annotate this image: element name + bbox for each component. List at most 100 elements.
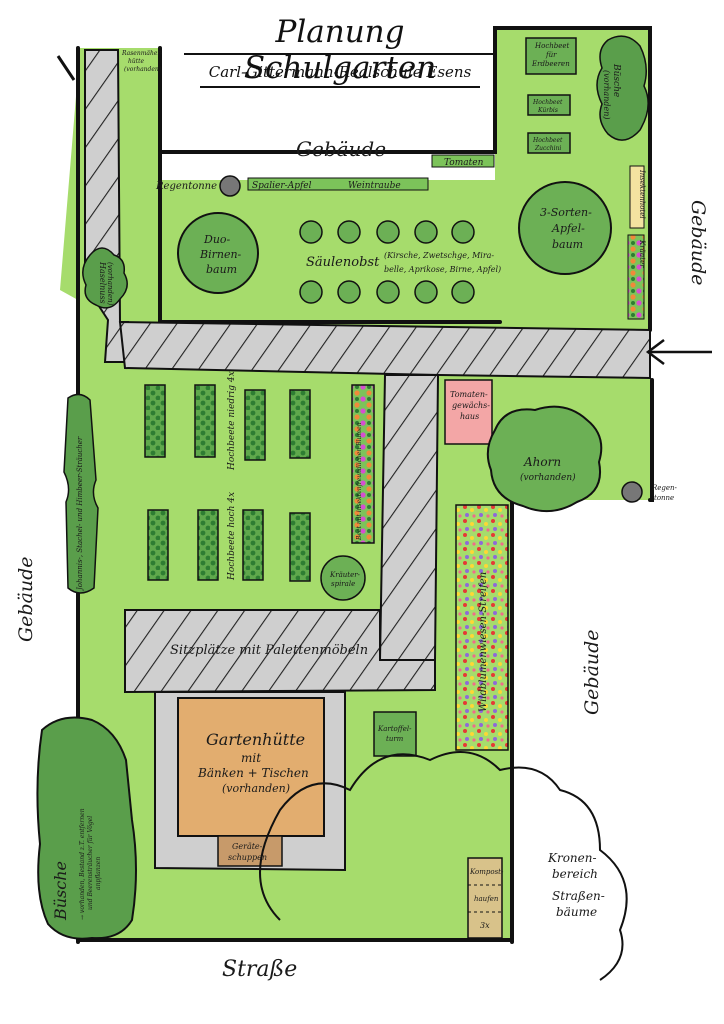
- label-haselnuss-2: (vorhanden): [106, 262, 114, 306]
- kraeuterbeet-right: [627, 234, 645, 320]
- label-kronenbereich-3: Straßen-: [552, 889, 605, 903]
- saeulenobst-trees: [299, 220, 475, 304]
- label-gartenhuette-3: Bänken + Tischen: [197, 766, 309, 780]
- label-haselnuss-1: Haselnuss: [98, 261, 107, 304]
- label-duo-birnenbaum-2: Birnen-: [199, 248, 242, 261]
- bushes-left: [36, 716, 137, 940]
- label-kartoffelturm-2: turm: [386, 735, 404, 743]
- hochbeet-zucchini: [527, 132, 571, 154]
- label-hochbeet-zucchini-2: Zucchini: [534, 145, 561, 152]
- label-hochbeet-kuerbis-2: Kürbis: [537, 107, 558, 114]
- label-geraeteschuppen-1: Geräte-: [232, 842, 263, 851]
- label-apfelbaum-3: baum: [552, 238, 583, 251]
- label-ahorn-1: Ahorn: [523, 455, 561, 469]
- label-apfelbaum-1: 3-Sorten-: [540, 206, 592, 219]
- label-duo-birnenbaum-3: baum: [206, 263, 237, 276]
- label-buesche-right-1: Büsche: [611, 63, 621, 97]
- komposthaufen: [467, 857, 503, 939]
- label-beet-insektenfreundlich: Beet mit insektenfreundlichen Blumen: [356, 422, 363, 541]
- label-tomatenhaus-2: gewächs-: [452, 401, 490, 410]
- label-kraeuterspirale-2: spirale: [331, 580, 355, 588]
- haselnuss-bush: [82, 247, 128, 309]
- label-building-top: Gebäude: [296, 137, 386, 161]
- label-kraeuterspirale-1: Kräuter-: [329, 571, 361, 579]
- label-rasenmaeher-2: hütte: [128, 58, 145, 65]
- label-kronenbereich-4: bäume: [556, 905, 597, 919]
- label-komposthaufen-2: haufen: [474, 895, 499, 903]
- entrance-mark-topleft: [56, 55, 76, 81]
- label-rasenmaeher-1: Rasenmäher-: [121, 50, 162, 57]
- label-hochbeet-erdbeeren-1: Hochbeet: [534, 42, 570, 50]
- regentonne-top: [219, 175, 241, 197]
- label-gartenhuette-4: (vorhanden): [222, 782, 290, 795]
- kraeuterspirale: [320, 555, 366, 601]
- label-weintraube: Weintraube: [348, 181, 401, 191]
- label-buesche-left-note-1: → vorhanden, Bestand z.T. entfernen: [79, 808, 86, 920]
- title-underline: [184, 53, 494, 55]
- label-rasenmaeher-3: (vorhanden): [124, 66, 162, 73]
- label-duo-birnenbaum-1: Duo-: [203, 233, 231, 246]
- label-hochbeete-hoch: Hochbeete hoch 4x: [227, 492, 237, 581]
- entrance-arrow-right: [645, 339, 712, 365]
- tree-apfelbaum: [518, 181, 612, 275]
- label-saeulenobst: Säulenobst: [306, 255, 380, 270]
- label-regentonne-right-2: tonne: [654, 494, 674, 502]
- path-seating: [124, 609, 436, 694]
- subtitle-underline: [200, 86, 480, 88]
- label-regentonne-right-1: Regen-: [651, 484, 678, 492]
- label-kronenbereich-2: bereich: [552, 867, 598, 881]
- label-buesche-right-2: (vorhanden): [602, 70, 611, 119]
- beerenstraeucher: [63, 393, 99, 594]
- label-kraeuter-top: Kräuter: [638, 239, 646, 268]
- label-kronenbereich-1: Kronen-: [547, 851, 597, 865]
- label-tomaten: Tomaten: [444, 158, 484, 168]
- kartoffelturm: [373, 711, 417, 757]
- label-hochbeete-niedrig: Hochbeete niedrig 4x: [227, 371, 237, 471]
- wildblumen-streifen: [455, 504, 509, 751]
- label-street: Straße: [222, 957, 297, 982]
- label-wildblumen: Wildblumenwiesen-Streifen: [478, 572, 489, 712]
- bushes-right: [596, 35, 649, 141]
- label-gartenhuette-2: mit: [241, 751, 261, 765]
- path-horizontal: [118, 320, 651, 380]
- geraeteschuppen: [217, 835, 283, 867]
- tree-duo-birnenbaum: [177, 212, 259, 294]
- label-kartoffelturm-1: Kartoffel-: [377, 725, 412, 733]
- regentonne-right: [621, 481, 643, 503]
- label-beerenstraeucher: Johannis-, Stachel- und Himbeer-Sträuche…: [76, 436, 84, 592]
- label-tomatenhaus-1: Tomaten-: [450, 390, 488, 399]
- page-title: Planung Schulgarten: [243, 14, 437, 86]
- label-komposthaufen-3: 3x: [480, 921, 490, 930]
- page-subtitle: Carl-Gittermann-Realschule Esens: [208, 63, 472, 81]
- tomaten-strip: [431, 154, 495, 168]
- label-building-left: Gebäude: [15, 556, 37, 642]
- label-saeulenobst-sorten-2: belle, Aprikose, Birne, Apfel): [384, 265, 501, 274]
- label-building-right-bottom: Gebäude: [581, 629, 603, 715]
- label-saeulenobst-sorten-1: (Kirsche, Zwetschge, Mira-: [384, 251, 494, 260]
- label-buesche-left-note-3: anpflanzen: [95, 857, 102, 890]
- label-hochbeet-erdbeeren-2: für: [545, 51, 557, 59]
- label-apfelbaum-2: Apfel-: [551, 222, 585, 235]
- label-regentonne-top: Regentonne: [155, 181, 217, 192]
- label-ahorn-2: (vorhanden): [520, 472, 576, 483]
- label-buesche-left: Büsche: [51, 861, 70, 921]
- kronenbereich-outline: [259, 751, 628, 981]
- tomaten-gewaechshaus: [444, 379, 493, 445]
- hochbeet-erdbeeren: [525, 37, 577, 75]
- insektenhotel: [629, 165, 645, 229]
- label-sitzplaetze: Sitzplätze mit Palettenmöbeln: [170, 643, 368, 658]
- label-building-right-top: Gebäude: [687, 200, 709, 286]
- label-insektenhotel: Insektenhotel: [638, 169, 646, 219]
- label-tomatenhaus-3: haus: [460, 412, 479, 421]
- label-geraeteschuppen-2: schuppen: [228, 853, 267, 862]
- label-hochbeet-kuerbis-1: Hochbeet: [532, 99, 563, 106]
- label-hochbeet-zucchini-1: Hochbeet: [532, 137, 563, 144]
- ahorn-tree: [486, 405, 603, 513]
- gartenhuette: [177, 697, 325, 837]
- hochbeet-kuerbis: [527, 94, 571, 116]
- label-buesche-left-note-2: und Beerensträucher für Vögel: [87, 816, 94, 910]
- spalier-strip: [247, 177, 429, 191]
- path-vertical: [378, 374, 440, 661]
- label-gartenhuette-1: Gartenhütte: [206, 730, 305, 749]
- beet-insektenfreundlich: [351, 384, 375, 544]
